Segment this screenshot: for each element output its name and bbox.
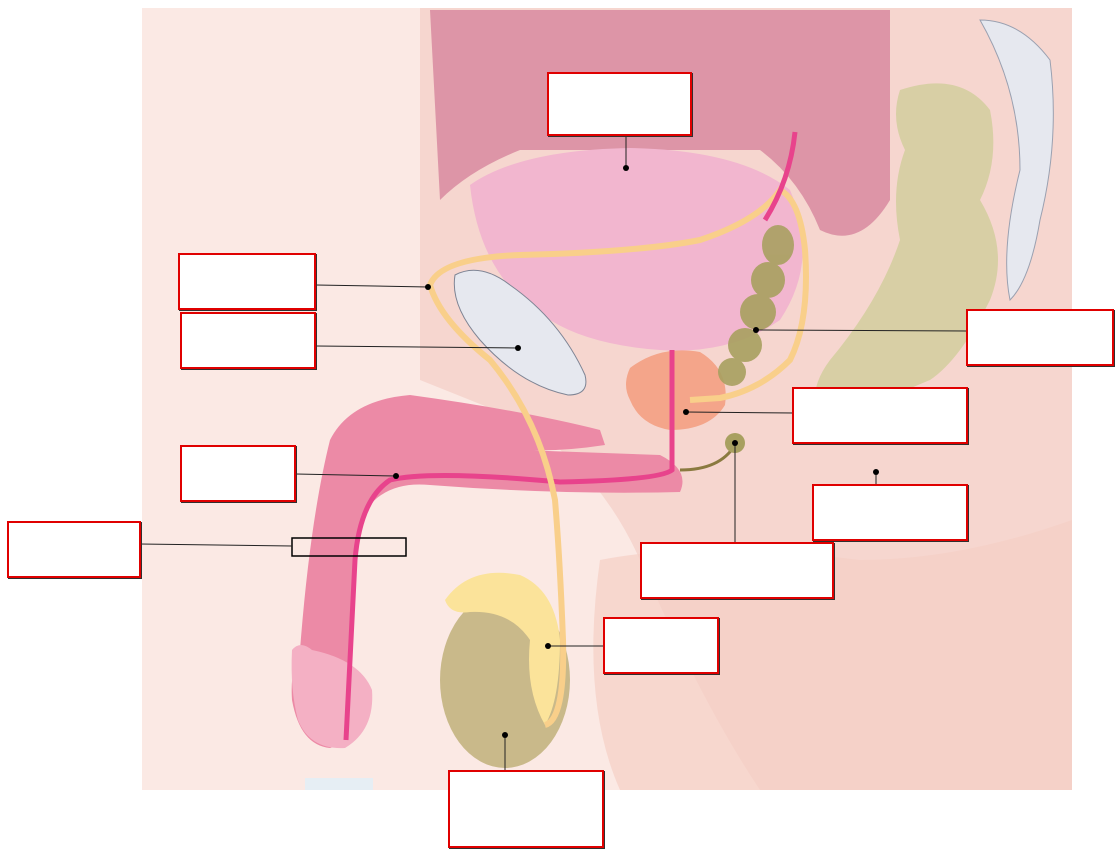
label-box-epididymis[interactable] — [603, 617, 719, 674]
label-box-testis[interactable] — [448, 770, 604, 848]
label-box-bladder[interactable] — [547, 72, 692, 136]
label-box-pubic-bone[interactable] — [180, 312, 316, 369]
label-box-seminal-vesicle[interactable] — [966, 309, 1114, 366]
label-box-penis-shaft[interactable] — [7, 521, 141, 578]
label-box-vas-deferens[interactable] — [178, 253, 316, 310]
label-box-bulbourethral-gland[interactable] — [640, 542, 834, 599]
label-box-urethra[interactable] — [180, 445, 296, 502]
label-box-prostate[interactable] — [792, 387, 968, 444]
scale-block — [305, 778, 373, 790]
label-box-rectum[interactable] — [812, 484, 968, 541]
